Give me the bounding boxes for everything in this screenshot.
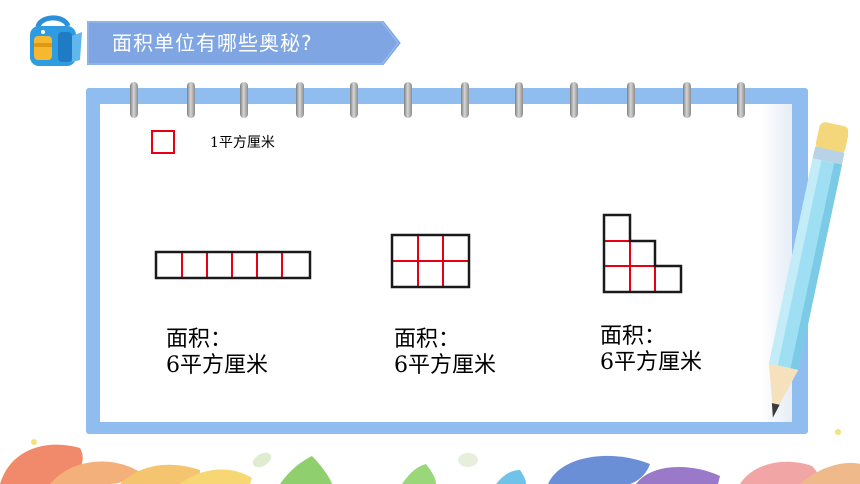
area-label: 面积： xyxy=(600,324,667,349)
area-caption: 面积： 6平方厘米 xyxy=(166,327,268,379)
binder-ring xyxy=(187,82,195,118)
notebook-paper xyxy=(100,104,792,422)
title-banner xyxy=(86,20,404,66)
backpack-icon xyxy=(30,15,82,66)
area-label: 面积： xyxy=(166,327,233,352)
area-value: 6平方厘米 xyxy=(166,353,268,378)
binder-ring xyxy=(130,82,138,118)
binder-ring xyxy=(350,82,358,118)
pencil-icon xyxy=(769,122,848,418)
binder-ring xyxy=(570,82,578,118)
shape-staircase xyxy=(602,213,683,294)
binder-ring xyxy=(404,82,412,118)
area-label: 面积： xyxy=(394,327,461,352)
binder-ring xyxy=(240,82,248,118)
binder-ring xyxy=(296,82,304,118)
binder-ring xyxy=(461,82,469,118)
binder-ring xyxy=(515,82,523,118)
shape-grid xyxy=(390,233,471,289)
unit-label: 1平方厘米 xyxy=(210,135,275,151)
area-caption: 面积： 6平方厘米 xyxy=(394,327,496,379)
binder-ring xyxy=(683,82,691,118)
shape-strip xyxy=(154,250,312,280)
leaves-decoration xyxy=(0,429,860,484)
page-title: 面积单位有哪些奥秘? xyxy=(112,31,313,55)
binder-ring xyxy=(627,82,635,118)
binder-ring xyxy=(737,82,745,118)
area-value: 6平方厘米 xyxy=(600,350,702,375)
area-caption: 面积： 6平方厘米 xyxy=(600,324,702,376)
area-value: 6平方厘米 xyxy=(394,353,496,378)
unit-square xyxy=(151,130,175,154)
